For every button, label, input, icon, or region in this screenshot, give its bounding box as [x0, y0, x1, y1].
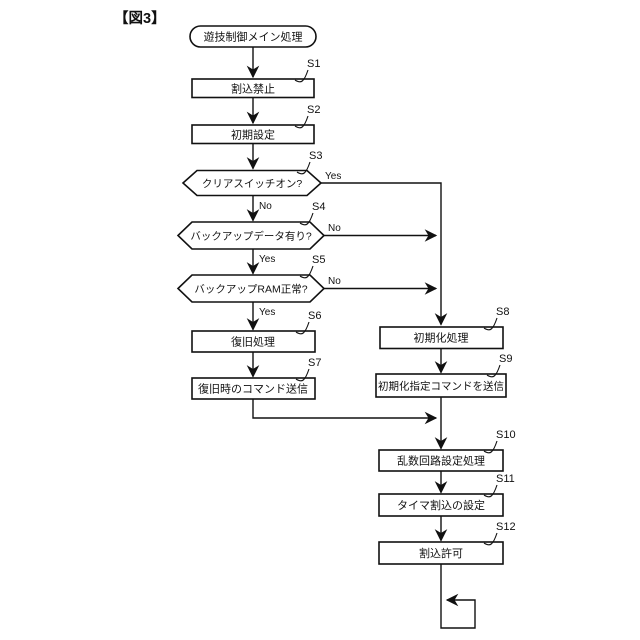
- decision-s3-text: クリアスイッチオン?: [202, 178, 302, 190]
- terminal-start: 遊技制御メイン処理: [189, 25, 317, 48]
- figure-label: 【図3】: [114, 10, 166, 27]
- process-s12-shape: [378, 541, 504, 565]
- process-s2: 初期設定: [191, 124, 315, 145]
- leader-s12: [483, 532, 498, 546]
- edge-label-s4-yes: Yes: [259, 254, 275, 265]
- arrow-s7-merge: [252, 399, 438, 425]
- edge-label-s3-no: No: [259, 201, 272, 212]
- edge-label-s3-yes: Yes: [325, 171, 341, 182]
- step-label-s8: S8: [496, 306, 509, 318]
- step-label-s5: S5: [312, 254, 325, 266]
- step-label-s7: S7: [308, 357, 321, 369]
- leader-s2: [294, 115, 309, 129]
- process-s7: 復旧時のコマンド送信: [191, 377, 316, 400]
- step-labels: S1 S2 S3 S4 S5 S6 S7 S8 S9 S10 S11 S12: [294, 58, 516, 546]
- decision-s3: クリアスイッチオン?: [181, 169, 323, 197]
- decision-s5-text: バックアップRAM正常?: [194, 283, 307, 296]
- step-label-s4: S4: [312, 201, 325, 213]
- process-s2-text: 初期設定: [231, 128, 275, 142]
- leader-s7: [295, 368, 310, 382]
- process-s7-text: 復旧時のコマンド送信: [198, 382, 308, 396]
- edge-label-s5-yes: Yes: [259, 307, 275, 318]
- arrow-s3yes-s8: [321, 182, 448, 326]
- edge-label-s5-no: No: [328, 276, 341, 287]
- process-s8-shape: [379, 326, 504, 350]
- process-s7-shape: [191, 377, 316, 400]
- step-label-s2: S2: [307, 104, 320, 116]
- process-s6-text: 復旧処理: [231, 336, 275, 349]
- leader-s10: [483, 440, 498, 454]
- process-s2-shape: [191, 124, 315, 145]
- process-s11-text: タイマ割込の設定: [397, 498, 485, 512]
- process-s9-shape: [375, 373, 507, 398]
- process-s11: タイマ割込の設定: [378, 493, 504, 517]
- process-s10: 乱数回路設定処理: [378, 449, 504, 472]
- step-label-s9: S9: [499, 353, 512, 365]
- process-s12-text: 割込許可: [419, 546, 463, 560]
- leader-s4: [299, 212, 314, 226]
- decision-s4-text: バックアップデータ有り?: [190, 230, 311, 243]
- step-label-s12: S12: [496, 521, 516, 533]
- process-s6: 復旧処理: [191, 330, 316, 353]
- step-label-s11: S11: [496, 473, 515, 485]
- leader-s8: [483, 317, 498, 331]
- leader-s11: [483, 484, 498, 498]
- flow-connectors: [246, 47, 476, 629]
- process-s11-shape: [378, 493, 504, 517]
- decision-s3-shape: [181, 169, 323, 197]
- process-s1-text: 割込禁止: [231, 82, 275, 96]
- decision-s4-shape: [176, 221, 326, 250]
- step-label-s3: S3: [309, 150, 322, 162]
- leader-s1: [294, 69, 309, 83]
- process-s8-text: 初期化処理: [414, 331, 469, 345]
- process-s1-shape: [191, 78, 315, 99]
- process-s12: 割込許可: [378, 541, 504, 565]
- terminal-start-shape: [189, 25, 317, 48]
- step-label-s10: S10: [496, 429, 516, 441]
- decision-s4: バックアップデータ有り?: [176, 221, 326, 250]
- step-label-s6: S6: [308, 310, 321, 322]
- decision-s5-shape: [176, 274, 326, 303]
- process-s1: 割込禁止: [191, 78, 315, 99]
- edge-label-s4-no: No: [328, 223, 341, 234]
- step-label-s1: S1: [307, 58, 320, 70]
- decision-s5: バックアップRAM正常?: [176, 274, 326, 303]
- terminal-start-text: 遊技制御メイン処理: [204, 30, 303, 44]
- process-s9-text: 初期化指定コマンドを送信: [378, 380, 504, 393]
- edge-labels: Yes No No Yes No Yes: [259, 171, 341, 318]
- leader-s6: [295, 321, 310, 335]
- arrow-main-loop: [440, 564, 476, 629]
- process-s10-shape: [378, 449, 504, 472]
- process-s6-shape: [191, 330, 316, 353]
- leader-s9: [486, 364, 501, 378]
- process-s10-text: 乱数回路設定処理: [397, 454, 485, 468]
- process-s8: 初期化処理: [379, 326, 504, 350]
- leader-s5: [299, 265, 314, 279]
- process-s9: 初期化指定コマンドを送信: [375, 373, 507, 398]
- leader-s3: [296, 161, 311, 175]
